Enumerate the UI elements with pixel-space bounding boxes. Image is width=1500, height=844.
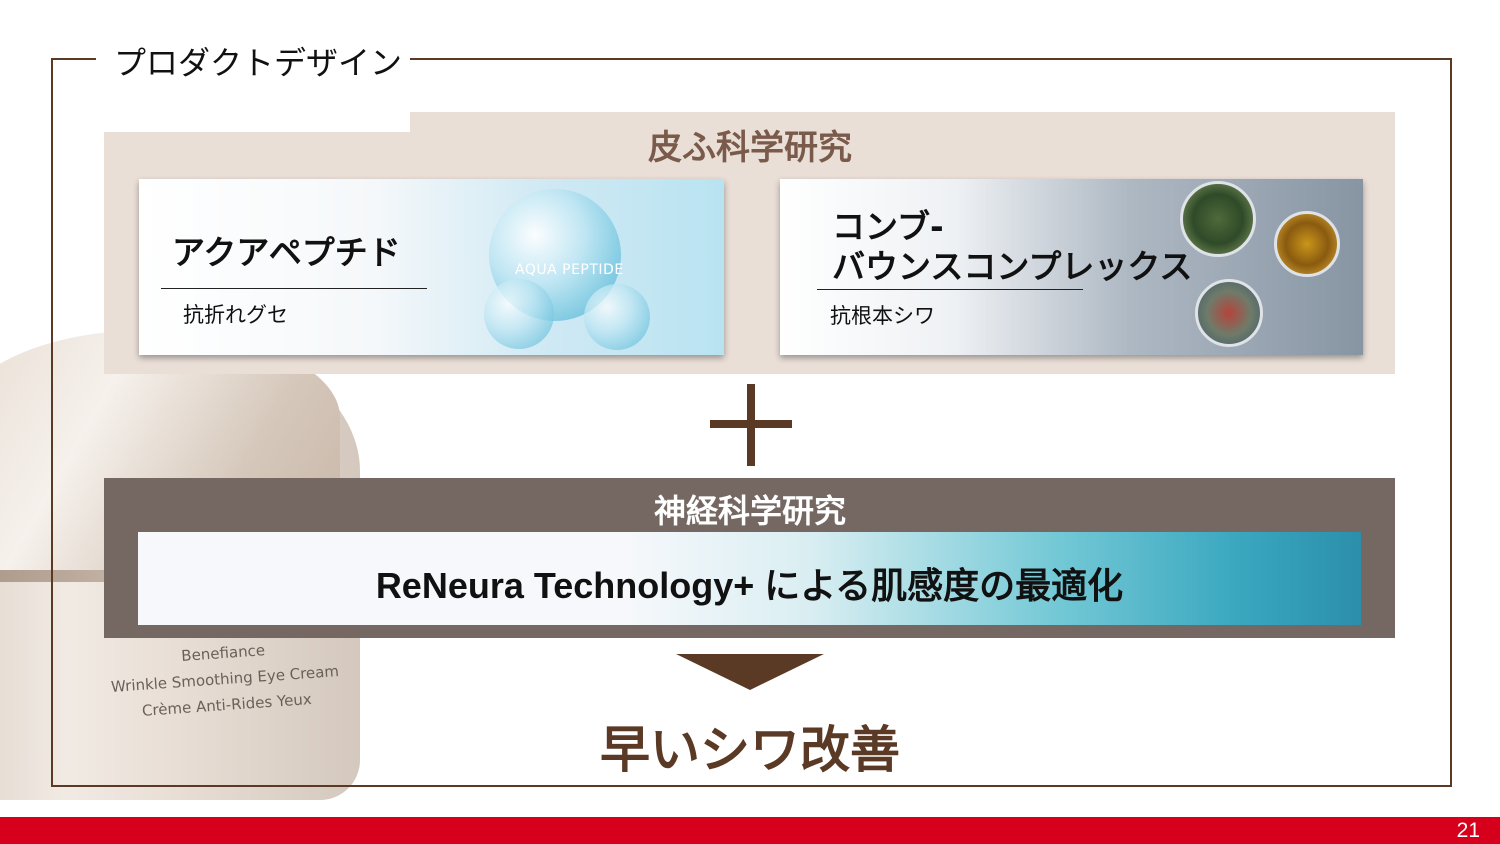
- aqua-peptide-subtitle: 抗折れグセ: [183, 303, 288, 327]
- kombu-complex-card: コンブ- バウンスコンプレックス 抗根本シワ: [780, 179, 1363, 355]
- skin-research-title: 皮ふ科学研究: [648, 128, 852, 168]
- footer-bar: [0, 817, 1500, 844]
- content-frame: [51, 58, 1452, 787]
- aqua-orb-small-left: [484, 279, 554, 349]
- card-divider: [817, 289, 1083, 290]
- kombu-complex-subtitle: 抗根本シワ: [830, 304, 935, 328]
- aqua-peptide-card: アクアペプチド 抗折れグセ AQUA PEPTIDE: [139, 179, 724, 355]
- seaweed-image-2: [1274, 211, 1340, 277]
- aqua-peptide-image-label: AQUA PEPTIDE: [515, 262, 624, 278]
- seaweed-image-1: [1180, 181, 1256, 257]
- reneura-banner: ReNeura Technology+ による肌感度の最適化: [138, 532, 1361, 625]
- seaweed-image-3: [1195, 279, 1263, 347]
- reneura-tagline: ReNeura Technology+ による肌感度の最適化: [375, 565, 1124, 606]
- down-arrow-icon: [676, 654, 824, 690]
- neuro-research-title: 神経科学研究: [653, 492, 846, 530]
- aqua-orb-small-right: [584, 284, 650, 350]
- plus-icon: [710, 384, 792, 466]
- section-title: プロダクトデザイン: [96, 40, 410, 132]
- page-number: 21: [1456, 819, 1480, 842]
- aqua-peptide-title: アクアペプチド: [172, 233, 401, 272]
- kombu-complex-title-line1: コンブ-: [832, 207, 944, 246]
- result-headline: 早いシワ改善: [600, 721, 900, 779]
- card-divider: [161, 288, 427, 289]
- kombu-complex-title-line2: バウンスコンプレックス: [832, 247, 1193, 286]
